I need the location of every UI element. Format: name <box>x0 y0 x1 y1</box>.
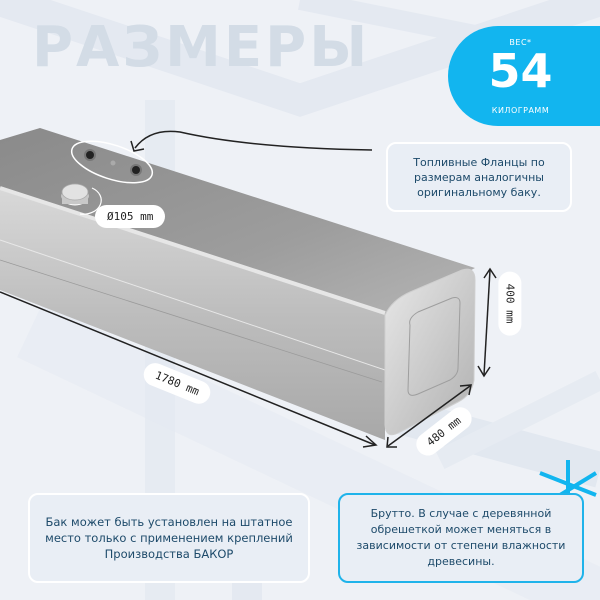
mounting-note-text: Бак может быть установлен на штатное мес… <box>45 515 293 561</box>
height-label: 400 mm <box>498 271 522 336</box>
weight-caption: ВЕС* <box>509 38 532 47</box>
flanges-note: Топливные Фланцы по размерам аналогичны … <box>386 142 572 212</box>
page-title: РАЗМЕРЫ <box>32 15 371 80</box>
weight-badge: ВЕС* 54 КИЛОГРАММ <box>448 26 600 126</box>
weight-unit: КИЛОГРАММ <box>491 106 550 115</box>
weight-value: 54 <box>488 44 553 98</box>
mounting-note: Бак может быть установлен на штатное мес… <box>28 493 310 583</box>
gross-weight-note-text: Брутто. В случае с деревянной обрешеткой… <box>356 507 566 568</box>
flange-diameter-label: Ø105 mm <box>95 205 166 228</box>
flanges-note-text: Топливные Фланцы по размерам аналогичны … <box>413 155 545 199</box>
gross-weight-note: Брутто. В случае с деревянной обрешеткой… <box>338 493 584 583</box>
